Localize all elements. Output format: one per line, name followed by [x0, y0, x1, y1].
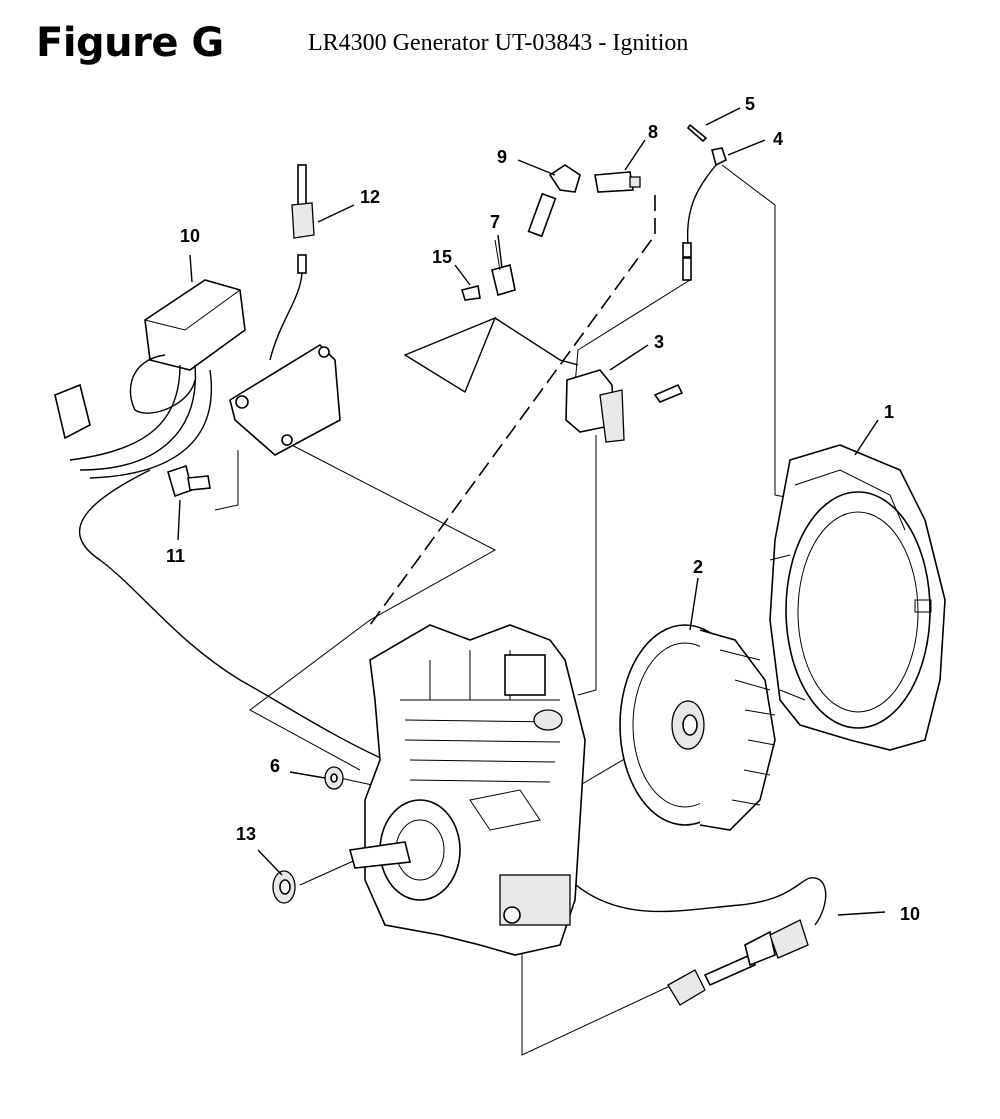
callout-8: 8 [648, 122, 658, 142]
callout-7: 7 [490, 212, 500, 232]
part-plug-cap [527, 164, 581, 238]
callout-13: 13 [236, 824, 256, 844]
callout-leaders [177, 107, 886, 916]
callout-9: 9 [497, 147, 507, 167]
part-ground-terminal [682, 123, 727, 281]
part-wire-loop [403, 316, 579, 394]
part-wire-connector [269, 164, 315, 361]
callout-3: 3 [654, 332, 664, 352]
callout-10-wire: 10 [900, 904, 920, 924]
part-clamp [460, 239, 516, 301]
part-bolt [167, 464, 211, 498]
callout-6: 6 [270, 756, 280, 776]
part-engine-block [348, 624, 586, 956]
figure-title: Figure G [36, 20, 224, 66]
callout-15: 15 [432, 247, 452, 267]
callout-2: 2 [693, 557, 703, 577]
callout-5: 5 [745, 94, 755, 114]
figure-subtitle: LR4300 Generator UT-03843 - Ignition [308, 30, 689, 56]
callout-11: 11 [166, 546, 185, 566]
part-ignition-coil [565, 369, 684, 443]
callout-12: 12 [360, 187, 380, 207]
callout-10-module: 10 [180, 226, 200, 246]
part-bottom-fitting [667, 919, 809, 1006]
part-spark-plug [594, 171, 641, 193]
part-flywheel [619, 624, 776, 831]
part-ignition-module [54, 279, 341, 479]
callout-1: 1 [884, 402, 894, 422]
part-blower-housing [769, 444, 946, 751]
part-washer [324, 766, 344, 790]
callout-4: 4 [773, 129, 783, 149]
part-flywheel-nut [272, 870, 296, 904]
